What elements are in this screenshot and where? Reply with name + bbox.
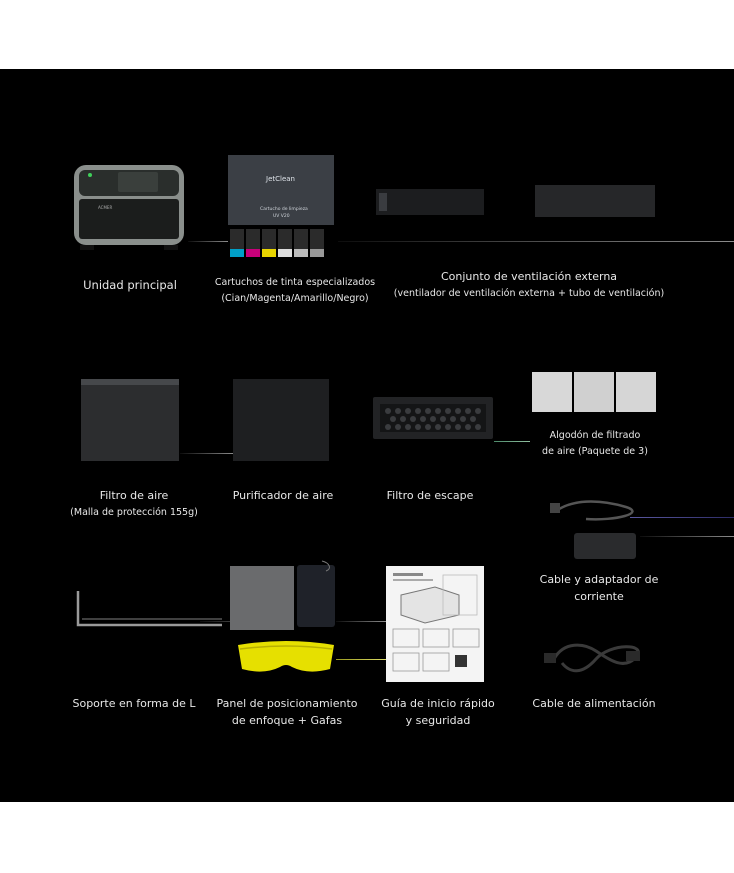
label-focus-panel: Panel de posicionamiento de enfoque + Ga… bbox=[212, 695, 362, 729]
label-focus-panel-line2: de enfoque + Gafas bbox=[231, 714, 343, 727]
label-purifier: Purificador de aire bbox=[232, 489, 334, 502]
label-air-filter: Filtro de aire (Malla de protección 155g… bbox=[64, 487, 204, 521]
label-main-unit: Unidad principal bbox=[83, 278, 177, 292]
connector-line bbox=[630, 517, 734, 518]
label-cartridges-line1: Cartuchos de tinta especializados bbox=[214, 277, 376, 288]
label-ventilation: Conjunto de ventilación externa (ventila… bbox=[384, 268, 674, 302]
focus-panel-image bbox=[230, 566, 294, 630]
product-contents-panel: ACMER Unidad principal JetClean Cartucho… bbox=[0, 69, 734, 802]
cartridges-image: JetClean Cartucho de limpieza UV V20 bbox=[228, 155, 334, 257]
connector-line bbox=[336, 659, 386, 660]
label-power-adapter-line2: corriente bbox=[574, 590, 624, 603]
connector-line bbox=[180, 453, 234, 454]
label-ventilation-line1: Conjunto de ventilación externa bbox=[440, 270, 618, 283]
goggles-pouch-image bbox=[297, 560, 335, 627]
connector-line bbox=[188, 241, 228, 242]
unit-brand-text: ACMER bbox=[98, 205, 112, 210]
exhaust-filter-image bbox=[373, 397, 493, 439]
label-exhaust-filter: Filtro de escape bbox=[386, 489, 474, 502]
air-purifier-image bbox=[233, 379, 329, 461]
label-guide-line1: Guía de inicio rápido bbox=[381, 697, 495, 710]
main-unit-image: ACMER bbox=[74, 165, 184, 250]
filter-cotton-image bbox=[532, 372, 656, 412]
quick-start-guide-image bbox=[386, 566, 484, 682]
power-adapter-image bbox=[550, 500, 636, 559]
brand-text: JetClean bbox=[265, 175, 295, 183]
label-focus-panel-line1: Panel de posicionamiento bbox=[216, 697, 358, 710]
label-power-cable: Cable de alimentación bbox=[532, 697, 656, 710]
connector-line bbox=[338, 241, 734, 242]
goggles-image bbox=[238, 641, 334, 672]
ventilation-tube-image bbox=[535, 185, 655, 217]
label-air-filter-line2: (Malla de protección 155g) bbox=[70, 507, 198, 518]
cartridge-model-text: UV V20 bbox=[273, 213, 290, 219]
label-power-adapter: Cable y adaptador de corriente bbox=[524, 571, 674, 605]
label-cartridges: Cartuchos de tinta especializados (Cian/… bbox=[212, 275, 378, 307]
label-guide: Guía de inicio rápido y seguridad bbox=[378, 695, 498, 729]
air-filter-image bbox=[81, 379, 179, 461]
connector-line bbox=[640, 536, 734, 537]
label-cotton-line1: Algodón de filtrado bbox=[549, 430, 641, 441]
label-l-bracket: Soporte en forma de L bbox=[72, 697, 196, 710]
label-cartridges-line2: (Cian/Magenta/Amarillo/Negro) bbox=[221, 293, 369, 304]
label-ventilation-line2: (ventilador de ventilación externa + tub… bbox=[393, 288, 665, 299]
label-cotton: Algodón de filtrado de aire (Paquete de … bbox=[520, 428, 670, 460]
cartridge-name-text: Cartucho de limpieza bbox=[260, 206, 308, 212]
ventilation-fan-image bbox=[376, 189, 484, 215]
l-bracket-image bbox=[76, 591, 222, 627]
label-power-adapter-line1: Cable y adaptador de bbox=[539, 573, 659, 586]
label-guide-line2: y seguridad bbox=[405, 714, 471, 727]
connector-line bbox=[494, 441, 530, 442]
label-air-filter-line1: Filtro de aire bbox=[99, 489, 169, 502]
label-cotton-line2: de aire (Paquete de 3) bbox=[542, 446, 648, 457]
power-cable-image bbox=[544, 643, 640, 673]
connector-line bbox=[336, 621, 386, 622]
